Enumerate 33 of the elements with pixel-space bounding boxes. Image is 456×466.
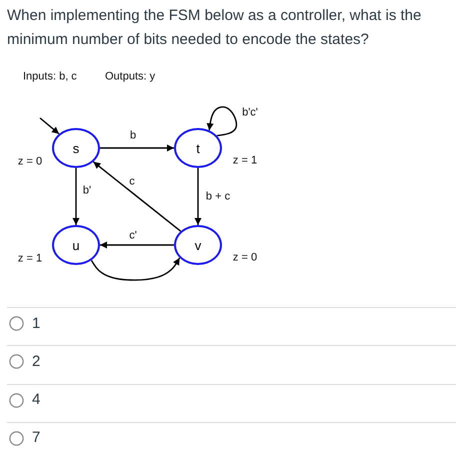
state-circle xyxy=(174,128,222,168)
self-loop-arrow xyxy=(206,106,238,136)
transition-arrow xyxy=(194,168,202,225)
state-circle xyxy=(52,128,100,168)
output-label: z = 1 xyxy=(232,154,258,168)
edge-label: b xyxy=(130,130,136,142)
state-circle xyxy=(174,225,222,265)
transition-arrow xyxy=(100,242,174,248)
edge-label: c' xyxy=(129,230,137,242)
answer-option: 2 xyxy=(32,352,40,371)
state-label: t xyxy=(196,140,200,156)
edge-label: b' xyxy=(82,184,92,198)
output-label: z = 0 xyxy=(232,252,258,264)
question-text: When implementing the FSM below as a controller, what is the minimum number of bits needed to encode the states? xyxy=(7,6,422,50)
state-label: s xyxy=(72,140,80,156)
output-label: z = 1 xyxy=(18,252,42,266)
edge-label: c xyxy=(129,176,135,188)
state-label: v xyxy=(194,238,202,252)
transition-arrow xyxy=(72,168,80,225)
edge-label: b + c xyxy=(206,190,230,204)
transition-arrow xyxy=(90,258,180,281)
state-label: u xyxy=(72,238,80,252)
transition-arrow xyxy=(100,144,174,152)
edge-label: b'c' xyxy=(242,106,258,120)
answer-option: 4 xyxy=(32,391,40,410)
answer-option: 7 xyxy=(32,429,40,448)
signal-list-label: Inputs: b, c xyxy=(23,70,77,84)
initial-state-arrow xyxy=(40,117,60,134)
state-circle xyxy=(52,225,100,265)
transition-arrow xyxy=(92,161,182,232)
answer-option: 1 xyxy=(32,314,40,332)
signal-list-label: Outputs: y xyxy=(105,70,156,84)
output-label: z = 0 xyxy=(18,156,42,168)
